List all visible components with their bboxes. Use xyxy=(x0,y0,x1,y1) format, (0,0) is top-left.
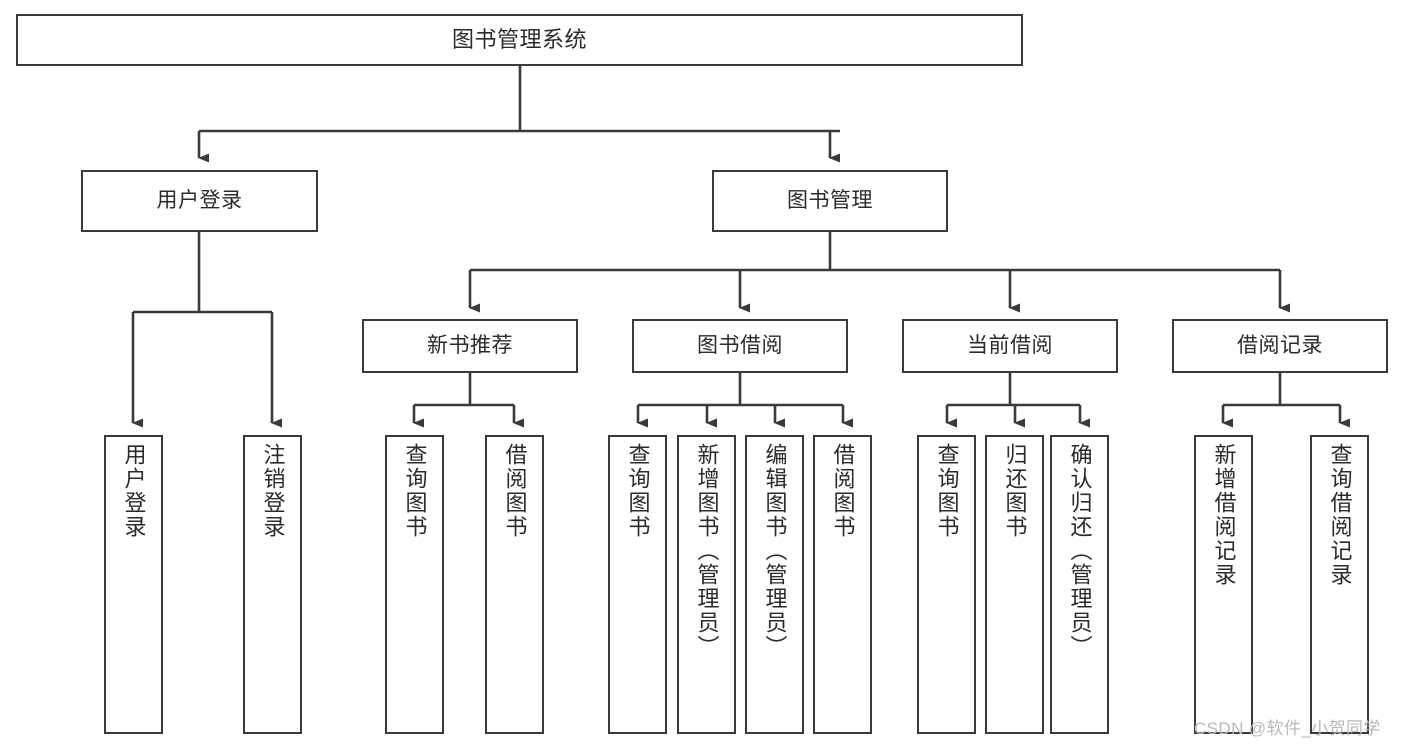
node-current-borrow[interactable]: 当前借阅 xyxy=(902,319,1118,373)
node-leaf-query-book-current-label: 查询图书 xyxy=(934,443,960,539)
node-leaf-query-borrow-record[interactable]: 查询借阅记录 xyxy=(1310,435,1369,734)
node-leaf-edit-book-admin[interactable]: 编辑图书（管理员） xyxy=(745,435,804,734)
node-leaf-query-borrow-record-label: 查询借阅记录 xyxy=(1327,443,1353,587)
node-leaf-add-book-admin-label: 新增图书（管理员） xyxy=(694,443,720,659)
node-book-borrow[interactable]: 图书借阅 xyxy=(632,319,848,373)
node-leaf-borrow-book[interactable]: 借阅图书 xyxy=(813,435,872,734)
node-leaf-user-login[interactable]: 用户登录 xyxy=(104,435,163,734)
node-root-label: 图书管理系统 xyxy=(451,27,587,53)
node-borrow-record[interactable]: 借阅记录 xyxy=(1172,319,1388,373)
node-leaf-query-book-current[interactable]: 查询图书 xyxy=(917,435,976,734)
node-leaf-add-borrow-record-label: 新增借阅记录 xyxy=(1211,443,1237,587)
node-user-login-label: 用户登录 xyxy=(156,188,243,212)
node-leaf-query-book-borrow-label: 查询图书 xyxy=(625,443,651,539)
node-leaf-edit-book-admin-label: 编辑图书（管理员） xyxy=(762,443,788,659)
node-new-book-recommend[interactable]: 新书推荐 xyxy=(362,319,578,373)
csdn-watermark: CSDN @软件_小贺同学 xyxy=(1194,719,1381,738)
node-leaf-borrow-book-rec[interactable]: 借阅图书 xyxy=(485,435,544,734)
node-leaf-logout-login-label: 注销登录 xyxy=(260,443,286,539)
node-root[interactable]: 图书管理系统 xyxy=(16,14,1023,66)
node-leaf-borrow-book-rec-label: 借阅图书 xyxy=(502,443,528,539)
node-leaf-add-borrow-record[interactable]: 新增借阅记录 xyxy=(1194,435,1253,734)
node-leaf-return-book[interactable]: 归还图书 xyxy=(985,435,1044,734)
node-leaf-logout-login[interactable]: 注销登录 xyxy=(243,435,302,734)
node-book-manage[interactable]: 图书管理 xyxy=(712,170,948,232)
node-borrow-record-label: 借阅记录 xyxy=(1237,333,1323,357)
node-user-login[interactable]: 用户登录 xyxy=(81,170,318,232)
node-book-borrow-label: 图书借阅 xyxy=(697,333,783,357)
node-new-book-recommend-label: 新书推荐 xyxy=(427,333,513,357)
node-current-borrow-label: 当前借阅 xyxy=(967,333,1053,357)
node-leaf-query-book-rec[interactable]: 查询图书 xyxy=(385,435,444,734)
node-book-manage-label: 图书管理 xyxy=(787,188,873,212)
node-leaf-confirm-return-admin[interactable]: 确认归还（管理员） xyxy=(1050,435,1109,734)
node-leaf-query-book-rec-label: 查询图书 xyxy=(402,443,428,539)
node-leaf-return-book-label: 归还图书 xyxy=(1002,443,1028,539)
node-leaf-query-book-borrow[interactable]: 查询图书 xyxy=(608,435,667,734)
node-leaf-add-book-admin[interactable]: 新增图书（管理员） xyxy=(677,435,736,734)
node-leaf-confirm-return-admin-label: 确认归还（管理员） xyxy=(1067,443,1093,659)
node-leaf-user-login-label: 用户登录 xyxy=(121,443,147,539)
node-leaf-borrow-book-label: 借阅图书 xyxy=(830,443,856,539)
